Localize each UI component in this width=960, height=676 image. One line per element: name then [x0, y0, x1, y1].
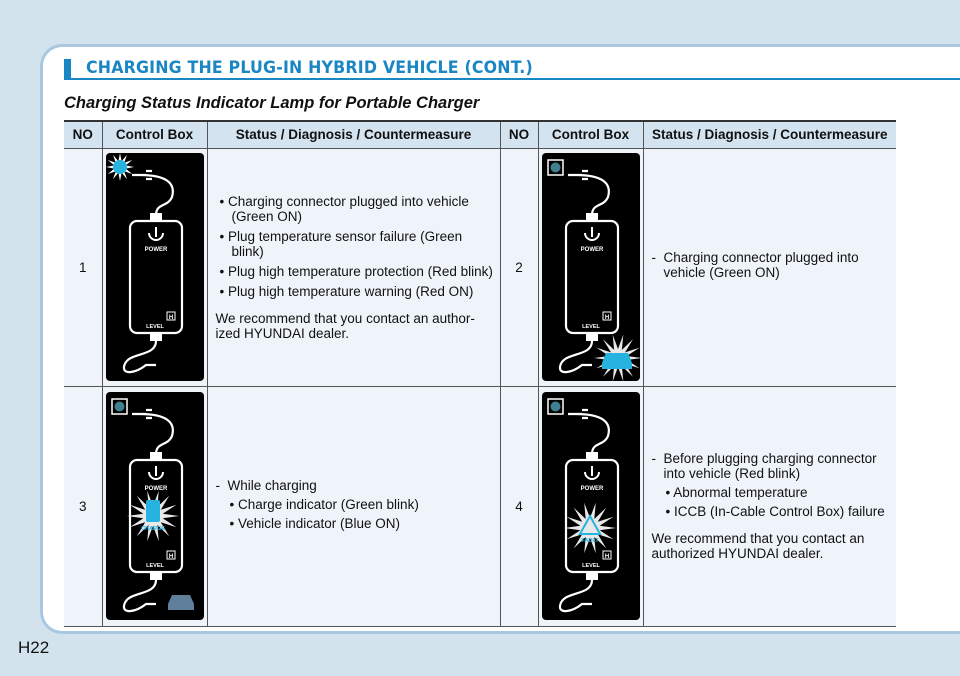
- power-label: POWER: [580, 247, 603, 253]
- status-subitem: • Vehicle indicator (Blue ON): [229, 515, 401, 531]
- table-row: 3 POWER H LEVEL CHARGE - While charging • C…: [64, 386, 896, 627]
- fault-label: FAULT: [581, 538, 599, 544]
- col-status: Status / Diagnosis / Countermeasure: [642, 120, 896, 149]
- control-box-illustration: POWER H LEVEL CHARGE: [105, 392, 204, 620]
- plug-lamp-frame: [546, 398, 564, 415]
- title-marker: [64, 59, 71, 79]
- dealer-note: We recommend that you contact an author-…: [215, 310, 475, 341]
- status-cell: - Before plugging charging connector int…: [642, 386, 896, 627]
- level-h-label: H: [604, 315, 608, 321]
- status-bullet: • Charging connector plugged into vehicl…: [219, 193, 469, 224]
- table-row: 1 POWER H LEVEL • Charging connector plugg…: [64, 148, 896, 387]
- control-box-illustration: POWER H LEVEL FAULT: [541, 392, 640, 620]
- section-subtitle: Charging Status Indicator Lamp for Porta…: [64, 94, 480, 112]
- col-control-box: Control Box: [537, 120, 643, 149]
- connector: [585, 213, 598, 221]
- level-h-label: H: [168, 554, 172, 560]
- plug-lamp-lit: [112, 160, 127, 174]
- warning-icon: [577, 513, 602, 535]
- status-table: NO Control Box Status / Diagnosis / Coun…: [64, 120, 896, 627]
- status-cell: - While charging • Charge indicator (Gre…: [206, 386, 500, 627]
- cable-bottom: [122, 579, 157, 613]
- level-label: LEVEL: [582, 324, 600, 330]
- table-header: NO Control Box Status / Diagnosis / Coun…: [64, 120, 896, 149]
- power-label: POWER: [580, 486, 603, 492]
- level-indicator: [166, 550, 175, 560]
- power-icon: [147, 232, 164, 241]
- plug-lamp-frame: [546, 159, 564, 176]
- status-bullet: • Plug high temperature protection (Red …: [219, 263, 493, 279]
- control-box-illustration: POWER H LEVEL: [105, 153, 204, 381]
- charge-label: CHARGE: [141, 526, 165, 532]
- blink-burst: [563, 502, 616, 554]
- status-item: - While charging: [215, 477, 317, 493]
- row-number: 4: [499, 386, 538, 627]
- plug-lamp: [550, 162, 560, 173]
- plug-lamp-frame: [110, 398, 128, 415]
- control-box-outline: [128, 219, 183, 335]
- status-cell: - Charging connector plugged into vehicl…: [642, 148, 896, 387]
- control-box-outline: [564, 219, 619, 335]
- section-header: CHARGING THE PLUG-IN HYBRID VEHICLE (CON…: [64, 58, 960, 80]
- status-bullet: • Plug high temperature warning (Red ON): [219, 283, 474, 299]
- status-subitem: • Abnormal temperature: [665, 485, 808, 500]
- control-box-illustration: POWER H LEVEL: [541, 153, 640, 381]
- status-cell: • Charging connector plugged into vehicl…: [206, 148, 500, 387]
- cable-bottom: [558, 340, 593, 374]
- cable-bottom: [122, 340, 157, 374]
- connector: [149, 213, 162, 221]
- vehicle-icon: [167, 595, 194, 610]
- level-h-label: H: [168, 315, 172, 321]
- row-number: 1: [64, 148, 102, 387]
- cable-top: [131, 169, 174, 216]
- status-subitem: • ICCB (In-Cable Control Box) failure: [665, 504, 885, 519]
- power-label: POWER: [144, 486, 167, 492]
- power-label: POWER: [144, 247, 167, 253]
- connector: [149, 452, 162, 460]
- status-bullet: • Plug temperature sensor failure (Green…: [219, 228, 463, 259]
- connector: [585, 452, 598, 460]
- page-number: H22: [18, 638, 50, 657]
- status-subitem: • Charge indicator (Green blink): [229, 496, 419, 512]
- cable-bottom: [558, 579, 593, 613]
- power-icon: [147, 471, 164, 480]
- connector: [149, 333, 162, 341]
- status-item: - Charging connector plugged into vehicl…: [651, 250, 859, 280]
- connector: [585, 333, 598, 341]
- page-title: CHARGING THE PLUG-IN HYBRID VEHICLE (CON…: [86, 58, 533, 78]
- level-label: LEVEL: [146, 324, 164, 330]
- status-item: - Before plugging charging connector int…: [651, 451, 877, 481]
- level-indicator: [602, 311, 611, 321]
- cable-top: [567, 408, 610, 455]
- power-icon: [583, 471, 600, 480]
- power-icon: [583, 232, 600, 241]
- col-status: Status / Diagnosis / Countermeasure: [206, 120, 500, 149]
- vehicle-icon: [601, 353, 632, 369]
- plug-lamp: [550, 401, 560, 412]
- col-no: NO: [499, 120, 538, 149]
- connector: [585, 572, 598, 580]
- level-indicator: [602, 550, 611, 560]
- col-control-box: Control Box: [101, 120, 207, 149]
- battery-icon: [145, 500, 160, 522]
- level-label: LEVEL: [582, 563, 600, 569]
- col-no: NO: [64, 120, 102, 149]
- cable-top: [567, 169, 610, 216]
- cable-top: [131, 408, 174, 455]
- level-h-label: H: [604, 554, 608, 560]
- plug-lamp: [114, 401, 124, 412]
- dealer-note: We recommend that you contact an authori…: [651, 531, 865, 561]
- level-label: LEVEL: [146, 563, 164, 569]
- level-indicator: [166, 311, 175, 321]
- connector: [149, 572, 162, 580]
- row-number: 2: [499, 148, 538, 387]
- row-number: 3: [64, 386, 102, 627]
